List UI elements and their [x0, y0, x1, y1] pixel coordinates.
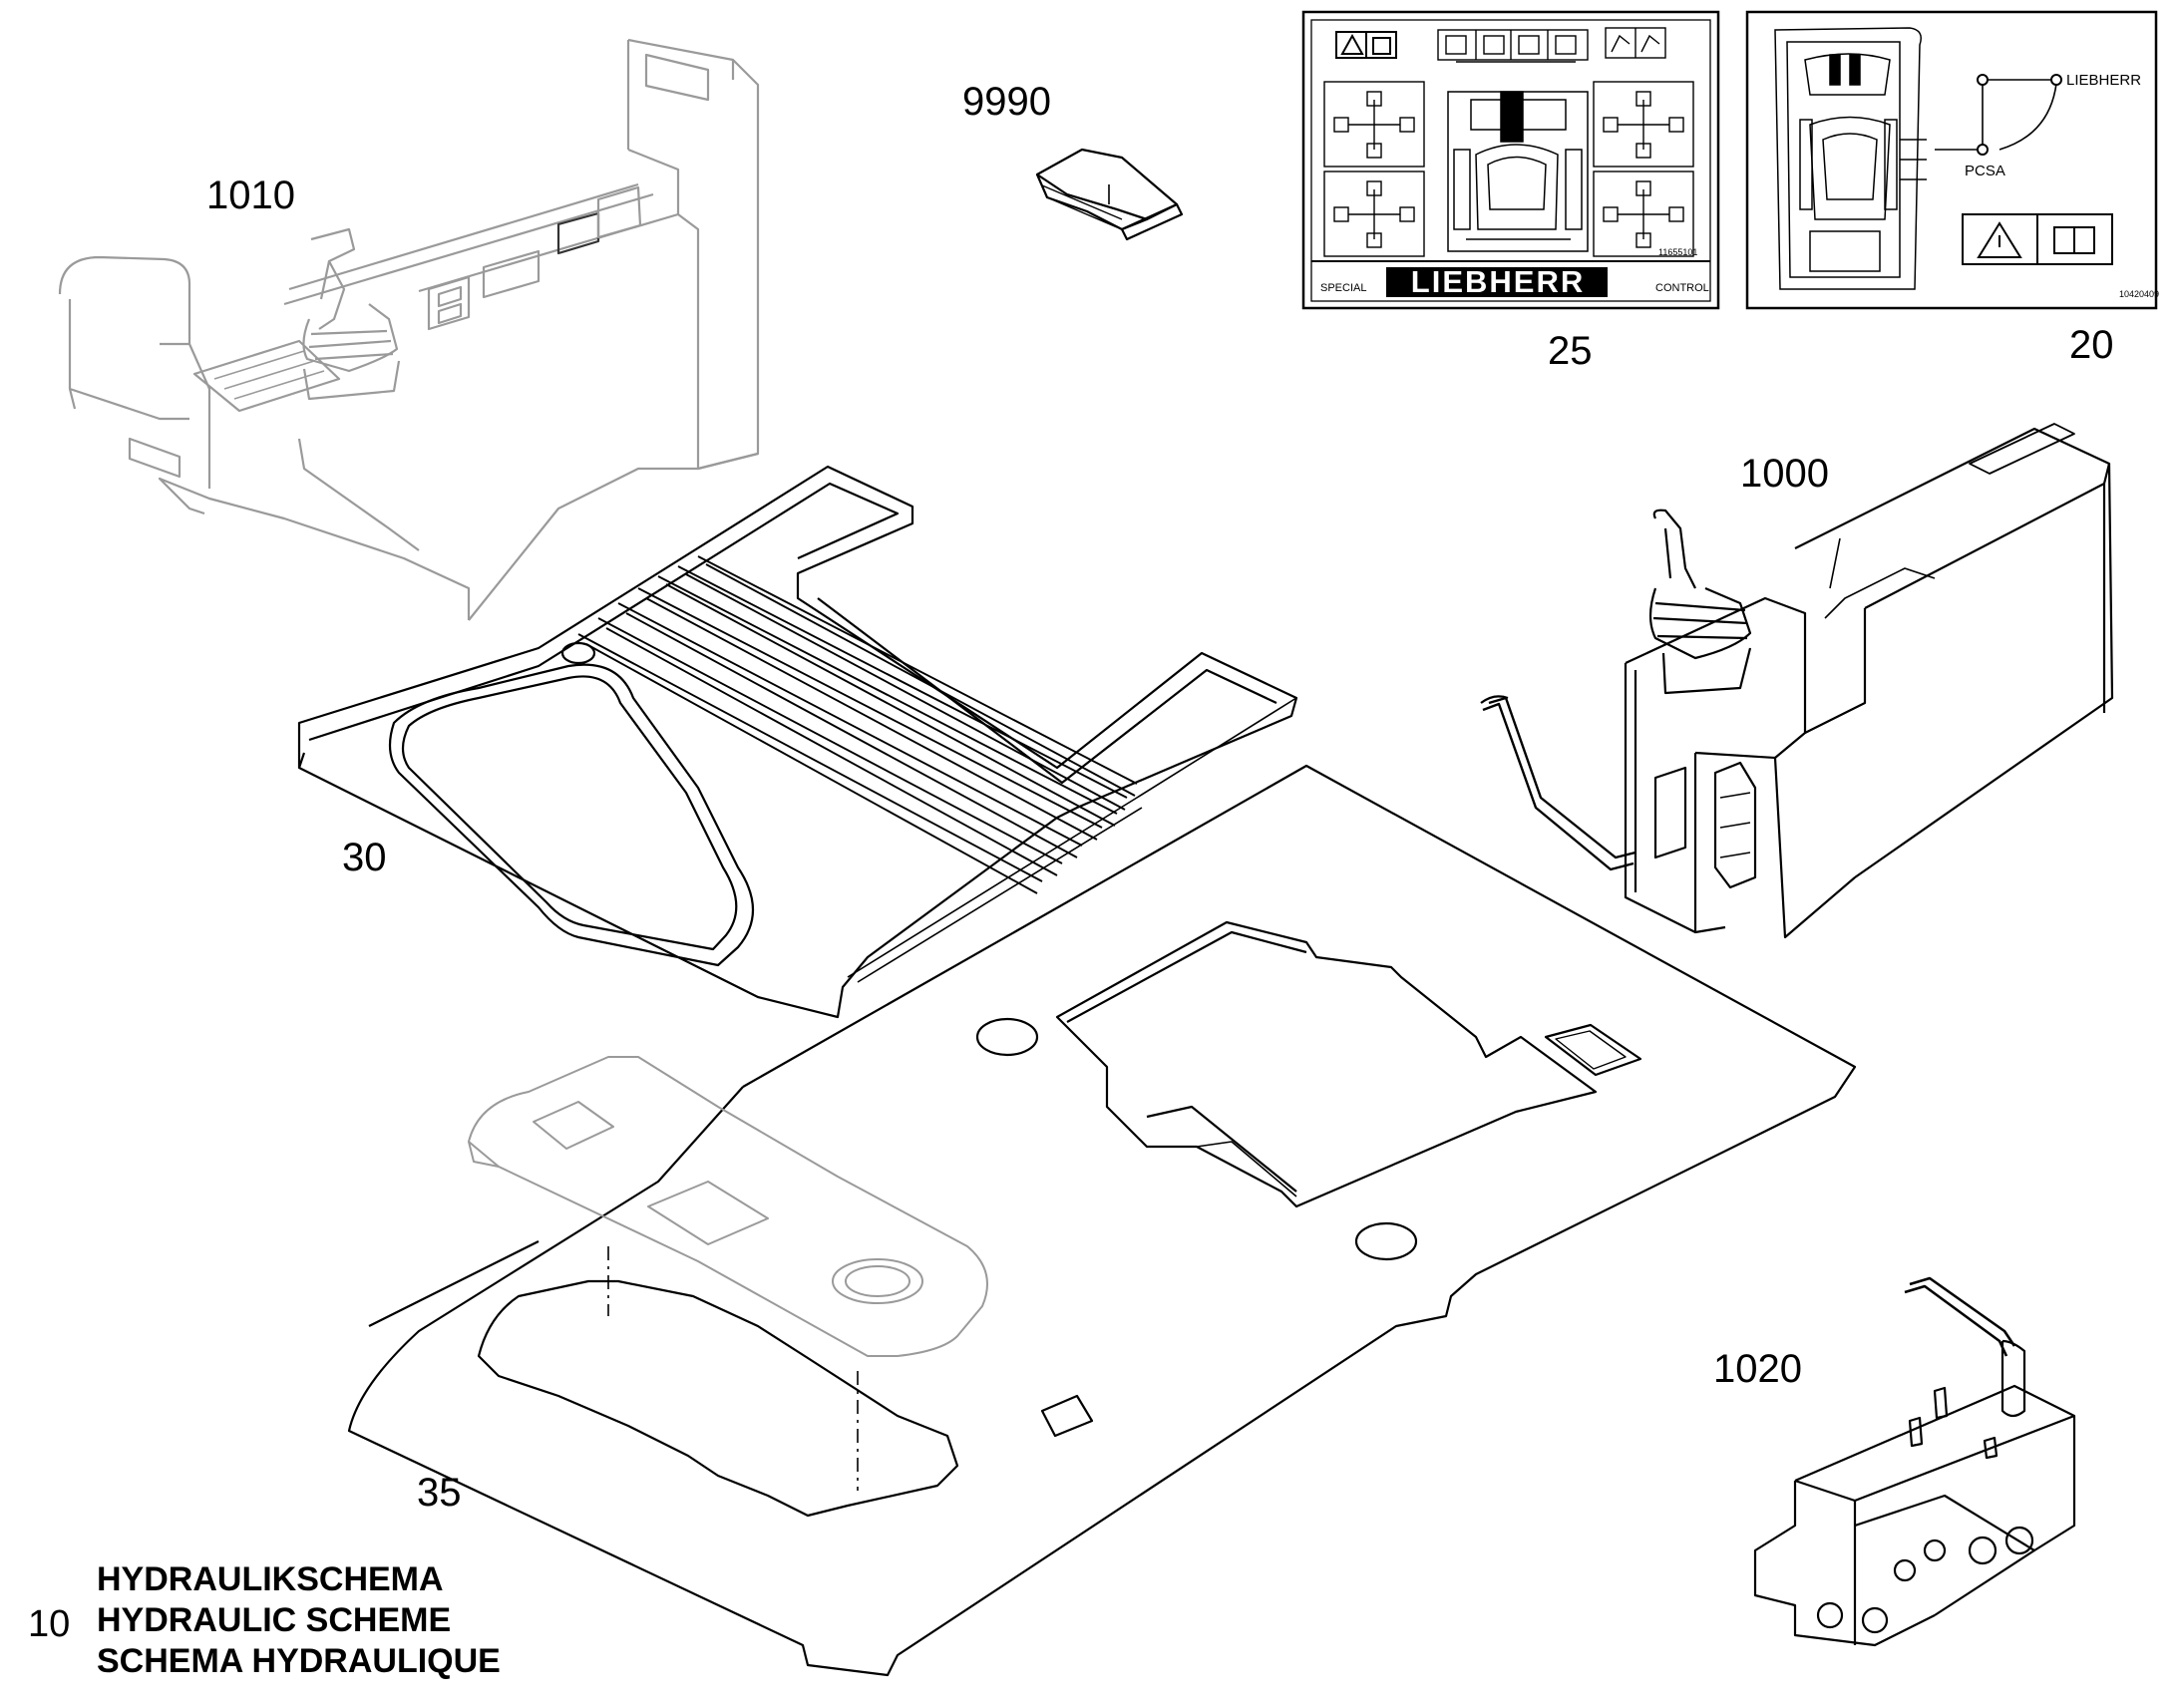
hydraulic-scheme-german: HYDRAULIKSCHEMA [97, 1560, 444, 1598]
floor-plate [347, 764, 1857, 1677]
callout-30: 30 [342, 836, 387, 879]
part-30-floor-mat [297, 465, 1298, 1019]
part-1020-valve-block [1753, 1276, 2076, 1647]
decal-25-part-no: 11655101 [1658, 247, 1698, 257]
hydraulic-scheme-french: SCHEMA HYDRAULIQUE [97, 1642, 501, 1680]
callout-1020: 1020 [1713, 1347, 1802, 1391]
decal-20-label-mid: PCSA [1965, 163, 2005, 179]
part-9990-operator-manual [1035, 148, 1184, 241]
callout-1010: 1010 [206, 173, 295, 217]
callout-1000: 1000 [1740, 452, 1829, 496]
decal-25-brand: LIEBHERR [1410, 264, 1586, 299]
part-1000-right-console [1480, 423, 2114, 939]
decal-20-label-top: LIEBHERR [2066, 72, 2142, 89]
callout-25: 25 [1548, 329, 1593, 373]
hydraulic-scheme-number: 10 [28, 1603, 71, 1645]
part-35-seat-plate [468, 1056, 988, 1357]
decal-25-left-text: SPECIAL [1320, 282, 1367, 294]
decal-25-right-text: CONTROL [1655, 282, 1709, 294]
part-20-pcsa-decal [1745, 10, 2158, 310]
decal-20-part-no: 10420409 [2119, 289, 2160, 299]
callout-20: 20 [2069, 323, 2114, 367]
part-1010-left-console [58, 38, 760, 621]
callout-35: 35 [417, 1471, 462, 1515]
part-25-control-decal [1301, 10, 1720, 310]
hydraulic-scheme-english: HYDRAULIC SCHEME [97, 1601, 452, 1639]
callout-9990: 9990 [962, 80, 1051, 124]
